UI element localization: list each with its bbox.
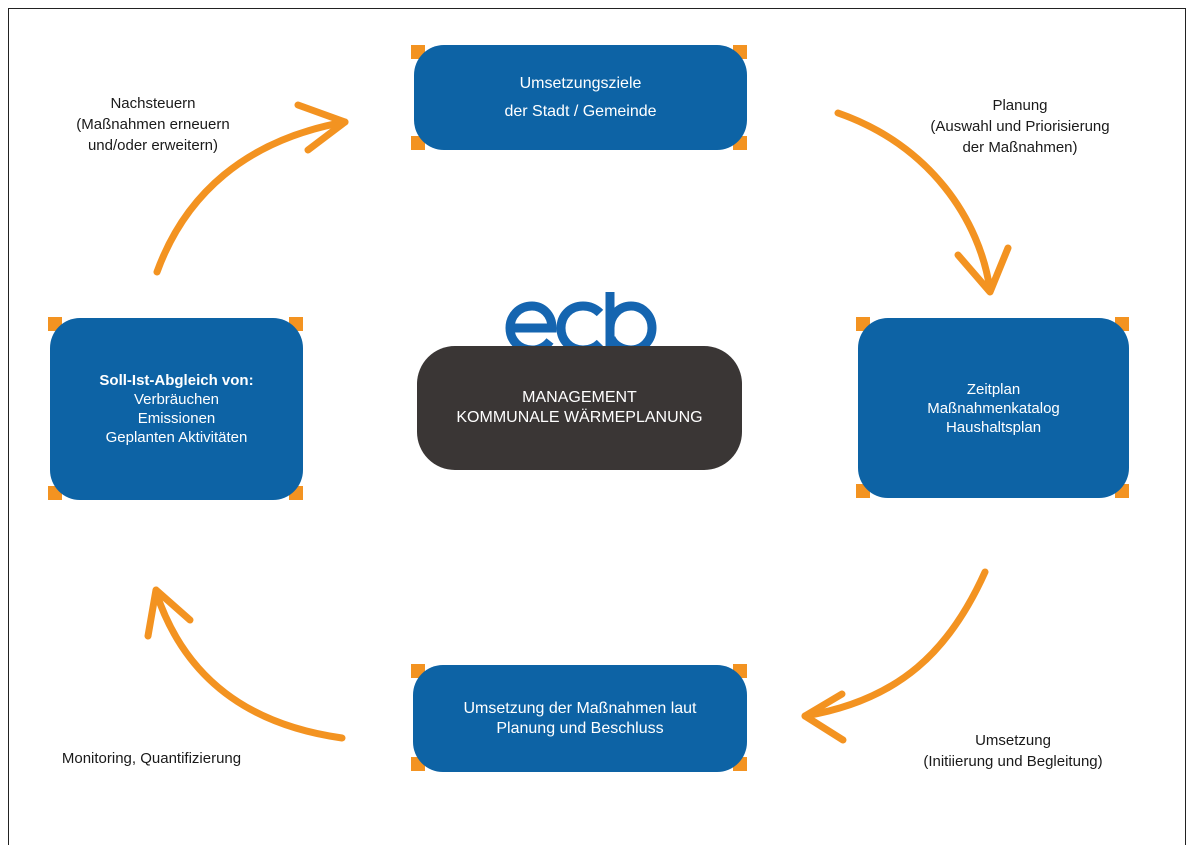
label-adjust-line1: Nachsteuern	[110, 95, 196, 112]
plan-line3: Haushaltsplan	[945, 418, 1042, 436]
label-monitoring-line1: Monitoring, Quantifizierung	[61, 750, 242, 767]
label-implementation-line1: Umsetzung	[975, 732, 1051, 749]
goals-line1: Umsetzungsziele	[519, 74, 642, 92]
arrow-top-right	[834, 109, 994, 294]
label-planning-line3: der Maßnahmen)	[962, 139, 1078, 156]
arrow-bottom-right-head	[801, 690, 847, 744]
implementation-line1: Umsetzung der Maßnahmen laut	[463, 699, 697, 717]
label-planning-line1: Planung	[992, 97, 1048, 114]
label-monitoring: Monitoring, Quantifizierung	[44, 748, 259, 769]
center-line2: KOMMUNALE WÄRMEPLANUNG	[456, 409, 703, 426]
label-implementation-line2: (Initiierung und Begleitung)	[923, 753, 1103, 770]
label-implementation: Umsetzung (Initiierung und Begleitung)	[908, 730, 1118, 772]
implementation-line2: Planung und Beschluss	[496, 719, 664, 737]
comparison-title: Soll-Ist-Abgleich von:	[99, 372, 254, 389]
plan-line1: Zeitplan	[966, 380, 1021, 398]
comparison-line3: Geplanten Aktivitäten	[105, 429, 248, 446]
arrow-top-left-head	[294, 101, 349, 154]
plan-box: Zeitplan Maßnahmenkatalog Haushaltsplan	[858, 318, 1129, 498]
arrow-top-right-head	[954, 244, 1012, 296]
goals-line2: der Stadt / Gemeinde	[504, 102, 657, 120]
label-adjust: Nachsteuern (Maßnahmen erneuern und/oder…	[58, 93, 248, 156]
label-planning: Planung (Auswahl und Priorisierung der M…	[920, 95, 1120, 158]
comparison-box: Soll-Ist-Abgleich von: Verbräuchen Emiss…	[50, 318, 303, 500]
arrow-bottom-left-head	[144, 586, 194, 640]
comparison-line1: Verbräuchen	[133, 391, 220, 408]
label-adjust-line2: (Maßnahmen erneuern	[76, 116, 230, 133]
label-planning-line2: (Auswahl und Priorisierung	[930, 118, 1110, 135]
arrow-bottom-right	[801, 568, 989, 720]
center-line1: MANAGEMENT	[522, 389, 637, 406]
arrow-top-left	[153, 118, 349, 276]
center-management-box: MANAGEMENT KOMMUNALE WÄRMEPLANUNG	[417, 346, 742, 470]
implementation-box: Umsetzung der Maßnahmen laut Planung und…	[413, 665, 747, 772]
arrow-bottom-left	[152, 588, 346, 742]
plan-line2: Maßnahmenkatalog	[927, 399, 1060, 417]
label-adjust-line3: und/oder erweitern)	[87, 137, 219, 154]
goals-box: Umsetzungsziele der Stadt / Gemeinde	[414, 45, 747, 150]
comparison-line2: Emissionen	[137, 410, 216, 427]
